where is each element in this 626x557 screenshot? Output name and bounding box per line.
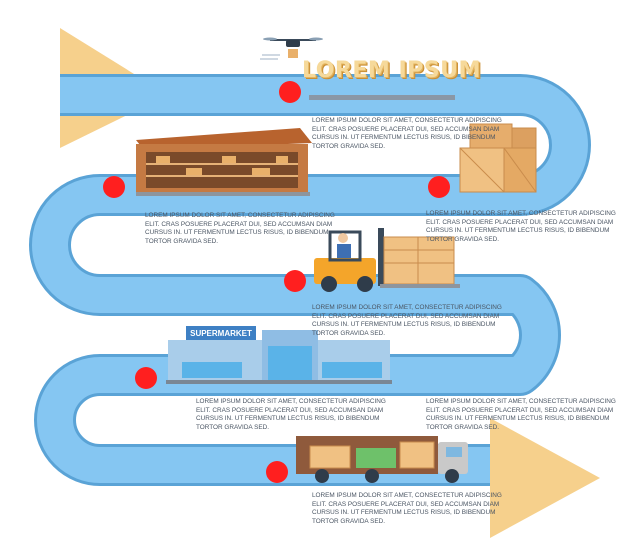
step-6-description: LOREM IPSUM DOLOR SIT AMET, CONSECTETUR … bbox=[426, 398, 616, 431]
drone-icon bbox=[260, 37, 323, 60]
step-2-description: LOREM IPSUM DOLOR SIT AMET, CONSECTETUR … bbox=[145, 212, 335, 245]
step-7-description: LOREM IPSUM DOLOR SIT AMET, CONSECTETUR … bbox=[312, 492, 502, 525]
crates-icon bbox=[459, 123, 537, 193]
forklift-icon bbox=[314, 228, 460, 292]
step-5-description: LOREM IPSUM DOLOR SIT AMET, CONSECTETUR … bbox=[196, 398, 386, 431]
step-3-description: LOREM IPSUM DOLOR SIT AMET, CONSECTETUR … bbox=[426, 210, 616, 243]
infographic-title: LOREM IPSUM bbox=[302, 58, 481, 83]
warehouse-icon bbox=[136, 128, 312, 196]
step-4-description: LOREM IPSUM DOLOR SIT AMET, CONSECTETUR … bbox=[312, 304, 502, 337]
supermarket-icon: SUPERMARKET bbox=[166, 326, 392, 384]
step-marker-1 bbox=[279, 81, 301, 103]
step-marker-2 bbox=[103, 176, 125, 198]
step-marker-6 bbox=[266, 461, 288, 483]
step-1-description: LOREM IPSUM DOLOR SIT AMET, CONSECTETUR … bbox=[312, 117, 502, 150]
delivery-truck-icon bbox=[296, 436, 468, 483]
winding-road-surface bbox=[32, 77, 588, 483]
step-marker-5 bbox=[135, 367, 157, 389]
supermarket-sign-label: SUPERMARKET bbox=[190, 329, 252, 338]
title-underline bbox=[309, 95, 455, 100]
step-marker-4 bbox=[284, 270, 306, 292]
step-marker-3 bbox=[428, 176, 450, 198]
end-arrow-shape bbox=[490, 418, 600, 538]
